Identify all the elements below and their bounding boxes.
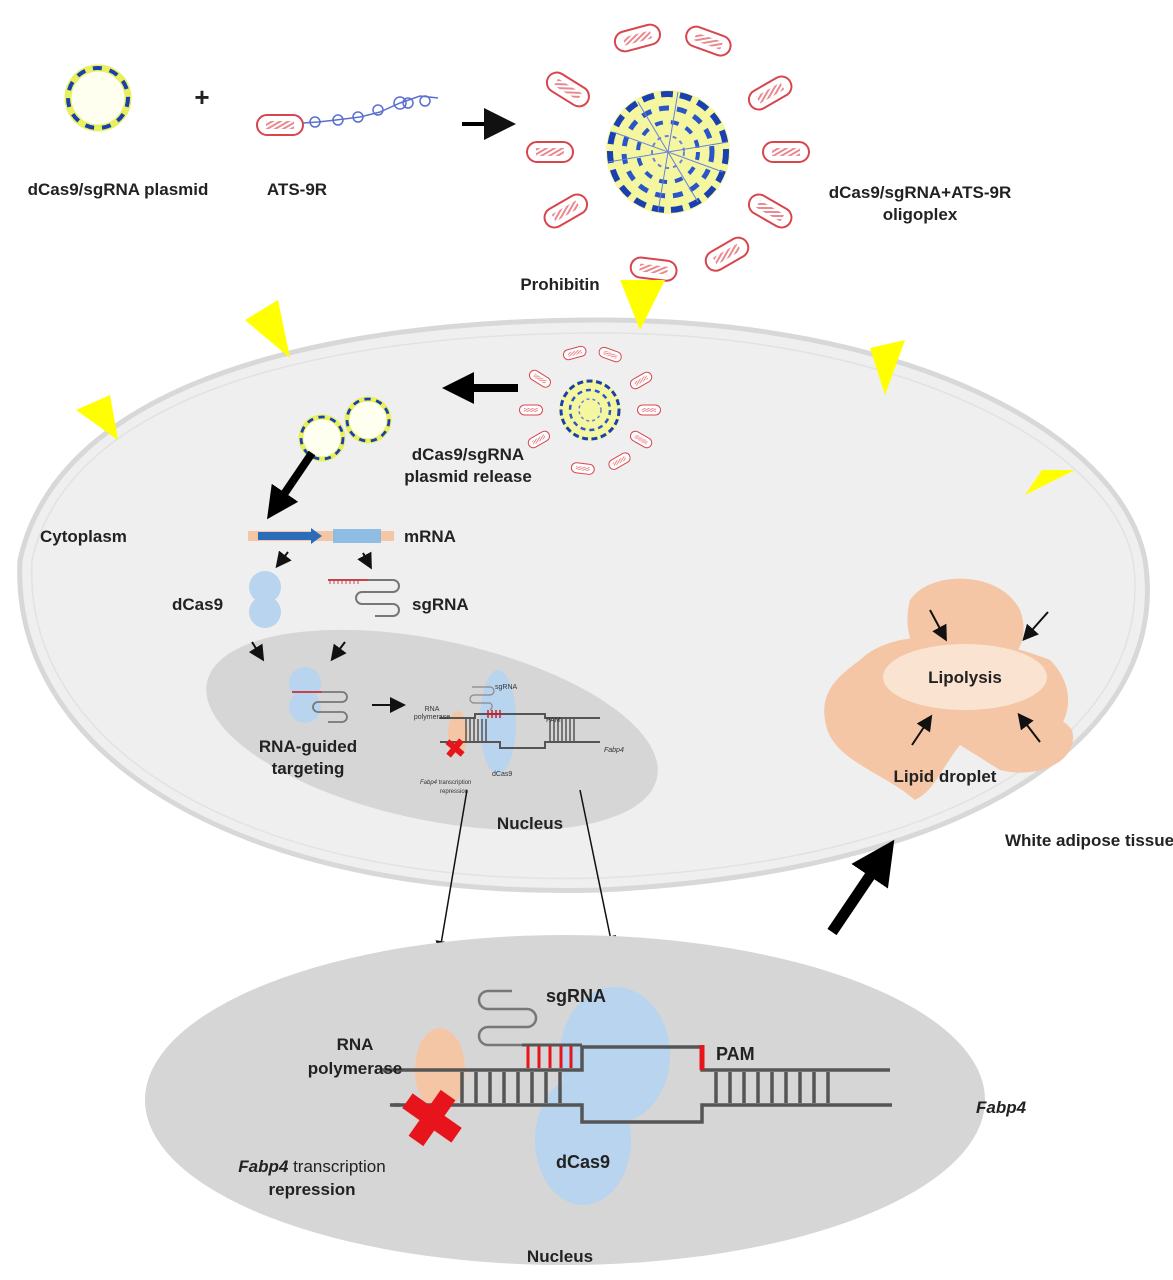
dcas9-large-label: dCas9	[556, 1152, 610, 1172]
oligoplex-label-line1: dCas9/sgRNA+ATS-9R	[829, 183, 1011, 202]
dcas9-sgrna-complex-icon	[289, 667, 348, 723]
block-x-icon	[402, 1089, 462, 1147]
rna-guided-line1: RNA-guided	[259, 737, 357, 756]
rna-guided-line2: targeting	[272, 759, 345, 778]
arrow-lipolysis	[1017, 712, 1041, 743]
arrow-to-transcription	[267, 450, 316, 520]
prohibitin-label: Prohibitin	[520, 275, 599, 294]
plasmid-release-line2: plasmid release	[404, 467, 532, 486]
sgrna-large-icon	[477, 989, 538, 1047]
zoom-line-left	[435, 789, 468, 953]
prohibitin-receptor	[870, 340, 905, 395]
mini-dna-binding-icon	[440, 670, 600, 774]
prohibitin-receptor	[620, 280, 665, 330]
arrow-lipolysis	[1022, 611, 1049, 641]
internalized-oligoplex-icon	[519, 344, 661, 476]
sgrna-icon	[328, 579, 400, 617]
released-plasmid-icon	[347, 399, 389, 441]
ats9r-label: ATS-9R	[267, 180, 327, 199]
lipid-droplet-label: Lipid droplet	[894, 767, 997, 786]
mrna-label: mRNA	[404, 527, 456, 546]
lipolysis-label: Lipolysis	[928, 668, 1002, 687]
mrna-icon	[248, 528, 394, 544]
rna-polymerase-line1: RNA	[337, 1035, 374, 1054]
cytoplasm-label: Cytoplasm	[40, 527, 127, 546]
arrow-dcas9-to-complex	[248, 641, 265, 662]
prohibitin-receptor	[1025, 470, 1075, 495]
arrow-lipolysis	[929, 609, 947, 642]
arrow-to-adipose-effect	[827, 839, 895, 936]
ats9r-peptide-icon	[256, 95, 439, 136]
prohibitin-receptors	[76, 280, 1075, 495]
zoom-line-right	[579, 789, 617, 948]
arrow-sgrna-to-complex	[330, 641, 347, 662]
mini-dcas9-label: dCas9	[492, 771, 512, 778]
rna-polymerase-line2: polymerase	[308, 1059, 403, 1078]
oligoplex-label-line2: oligoplex	[883, 205, 958, 224]
arrow-to-sgrna	[357, 551, 372, 570]
sgrna-large-label: sgRNA	[546, 986, 606, 1006]
nucleus-small-label: Nucleus	[497, 814, 563, 833]
mini-sgrna-label: sgRNA	[495, 684, 518, 691]
mini-rna-pol-line2: polymerase	[414, 714, 450, 721]
pam-label: PAM	[716, 1044, 755, 1064]
prohibitin-receptor	[76, 395, 118, 440]
mini-fabp4-label: Fabp4	[604, 747, 624, 754]
plasmid-release-line1: dCas9/sgRNA	[412, 445, 524, 464]
mini-repression-line1: Fabp4 transcription	[420, 780, 471, 786]
arrow-lipolysis	[911, 714, 933, 746]
repression-line2: repression	[269, 1180, 356, 1199]
nucleus-large-label: Nucleus	[527, 1247, 593, 1266]
prohibitin-receptor	[245, 300, 290, 358]
dcas9-dna-binding-detail	[382, 987, 892, 1205]
plasmid-icon	[68, 68, 128, 128]
sgrna-label: sgRNA	[412, 595, 469, 614]
arrow-to-dcas9	[275, 550, 292, 569]
oligoplex-icon	[526, 21, 810, 283]
mini-pam-label: PAM	[546, 717, 561, 724]
mini-repression-line2: repression	[440, 789, 468, 795]
white-adipose-label: White adipose tissue	[1005, 831, 1173, 850]
released-plasmid-icon	[301, 417, 343, 459]
lipolysis-zone	[883, 644, 1047, 710]
dcas9-large-lower	[535, 1075, 631, 1205]
dcas9-label: dCas9	[172, 595, 223, 614]
plasmid-label: dCas9/sgRNA plasmid	[28, 180, 209, 199]
repression-line1: Fabp4 transcription	[238, 1157, 385, 1176]
fabp4-gene-label: Fabp4	[976, 1098, 1027, 1117]
plus-sign: +	[194, 82, 209, 112]
dcas9-protein-icon	[249, 571, 281, 628]
mini-rna-pol-line1: RNA	[425, 706, 440, 713]
